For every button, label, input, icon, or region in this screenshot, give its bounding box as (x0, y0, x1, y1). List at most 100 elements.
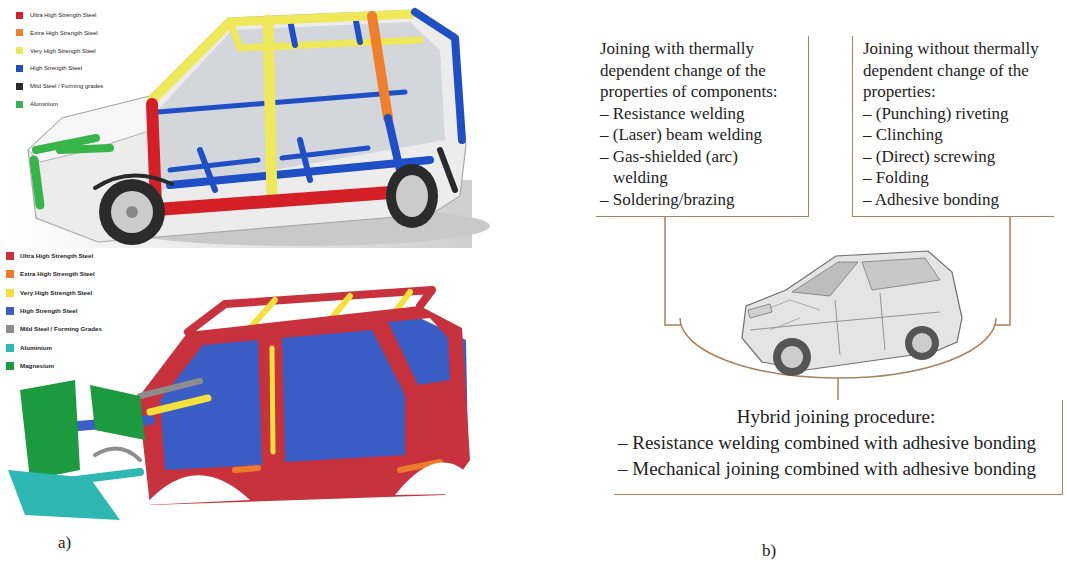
image-ground (0, 0, 472, 248)
legend-label: High Strength Steel (20, 305, 77, 317)
panel-label: b) (762, 541, 776, 561)
sill (150, 190, 425, 210)
list-item: – (Direct) screwing (863, 146, 1048, 168)
list-item: – (Punching) riveting (863, 103, 1048, 125)
legend-entry: Mild Steel / Forming grades (16, 80, 156, 92)
legend-swatch (6, 289, 14, 297)
legend-swatch (6, 362, 14, 370)
car-body (28, 10, 466, 242)
radiator-support (20, 380, 80, 480)
legend-entry: Very High Strength Steel (16, 45, 156, 57)
list-item: – Gas-shielded (arc) welding (600, 146, 790, 189)
image-ground (0, 249, 472, 527)
b-pillar-reinforcement (272, 348, 273, 452)
leader-line (837, 378, 839, 400)
side-ring (138, 306, 470, 505)
a-pillar (152, 22, 230, 100)
front-rail (36, 138, 110, 150)
front-rim (781, 346, 803, 368)
shock-tower (90, 385, 145, 440)
joining-figure-art (665, 216, 1010, 400)
legend-swatch (6, 252, 14, 260)
list-item: – Mechanical joining combined with adhes… (618, 456, 1054, 482)
legend-entry: Aluminium (6, 342, 146, 354)
rear-tyre (386, 164, 438, 228)
panel-label: a) (58, 533, 71, 553)
roof-rail (230, 14, 412, 22)
text-panel: Hybrid joining procedure:– Resistance we… (614, 400, 1063, 495)
legend-label: Extra High Strength Steel (30, 27, 98, 39)
rear-frame (415, 12, 462, 140)
legend-entry: High Strength Steel (16, 62, 156, 74)
list-item: – (Laser) beam welding (600, 124, 790, 146)
legend-entry: Very High Strength Steel (6, 287, 146, 299)
reinforcement (235, 462, 440, 470)
headlight (748, 304, 772, 318)
legend-label: Mild Steel / Forming grades (30, 80, 103, 92)
legend-entry: Aluminium (16, 98, 156, 110)
rear-rim (912, 333, 932, 353)
legend-entry: Extra High Strength Steel (6, 268, 146, 280)
dash-cross-member (150, 398, 208, 412)
front-rim (111, 191, 153, 233)
windshield (792, 262, 858, 296)
legend-label: Extra High Strength Steel (20, 268, 95, 280)
legend-swatch (16, 101, 23, 108)
legend-swatch (16, 29, 23, 36)
car-structure-illustration (0, 0, 490, 248)
front-tyre (99, 179, 165, 245)
legend-entry: Mild Steel / Forming Grades (6, 323, 146, 335)
panel-heading: Joining without thermally dependent chan… (863, 38, 1048, 103)
legend-label: Mild Steel / Forming Grades (20, 323, 102, 335)
front-hub (126, 206, 138, 218)
legend-label: Ultra High Strength Steel (30, 9, 96, 21)
legend-entry: Magnesium (6, 360, 146, 372)
legend-label: Aluminium (30, 98, 58, 110)
panel-heading: Hybrid joining procedure: (618, 404, 1054, 430)
front-tyre (773, 338, 811, 376)
b-pillar (268, 20, 272, 200)
door-beam (170, 148, 368, 170)
c-pillar (372, 16, 388, 118)
wheelhouse (95, 449, 140, 460)
legend-label: High Strength Steel (30, 62, 82, 74)
cowl (140, 381, 200, 396)
legend-label: Very High Strength Steel (20, 287, 92, 299)
list-item: – Resistance welding (600, 103, 790, 125)
rear-quarter (388, 118, 400, 170)
panel-heading: Joining with thermally dependent change … (600, 38, 790, 103)
legend-swatch (16, 47, 23, 54)
legend-swatch (6, 344, 14, 352)
list-item: – Adhesive bonding (863, 189, 1048, 211)
list-item: – Soldering/brazing (600, 189, 790, 211)
crash-box (60, 472, 140, 482)
body-in-white-illustration (0, 249, 472, 527)
text-panel: Joining without thermally dependent chan… (852, 36, 1054, 217)
legend-swatch (6, 307, 14, 315)
bumper-beam (34, 160, 40, 205)
list-item: – Folding (863, 167, 1048, 189)
mild-steel-part (440, 150, 455, 190)
rear-tyre (905, 326, 939, 360)
legend-entry: Ultra High Strength Steel (6, 250, 146, 262)
legend-label: Ultra High Strength Steel (20, 250, 93, 262)
text-panel: Joining with thermally dependent change … (596, 36, 809, 217)
legend-label: Aluminium (20, 342, 52, 354)
list-item: – Clinching (863, 124, 1048, 146)
legend-swatch (16, 65, 23, 72)
leader-line (665, 216, 681, 325)
front-wheel-arch (145, 475, 250, 505)
car-hood (28, 96, 152, 162)
legend-swatch (6, 325, 14, 333)
legend-entry: Ultra High Strength Steel (16, 9, 156, 21)
legend-label: Very High Strength Steel (30, 45, 96, 57)
belt-line (158, 92, 405, 112)
legend-swatch (16, 83, 23, 90)
rear-wheel-arch (395, 463, 466, 495)
rear-rim (396, 175, 428, 217)
legend-swatch (16, 12, 23, 19)
legend-swatch (6, 270, 14, 278)
legend-entry: Extra High Strength Steel (16, 27, 156, 39)
